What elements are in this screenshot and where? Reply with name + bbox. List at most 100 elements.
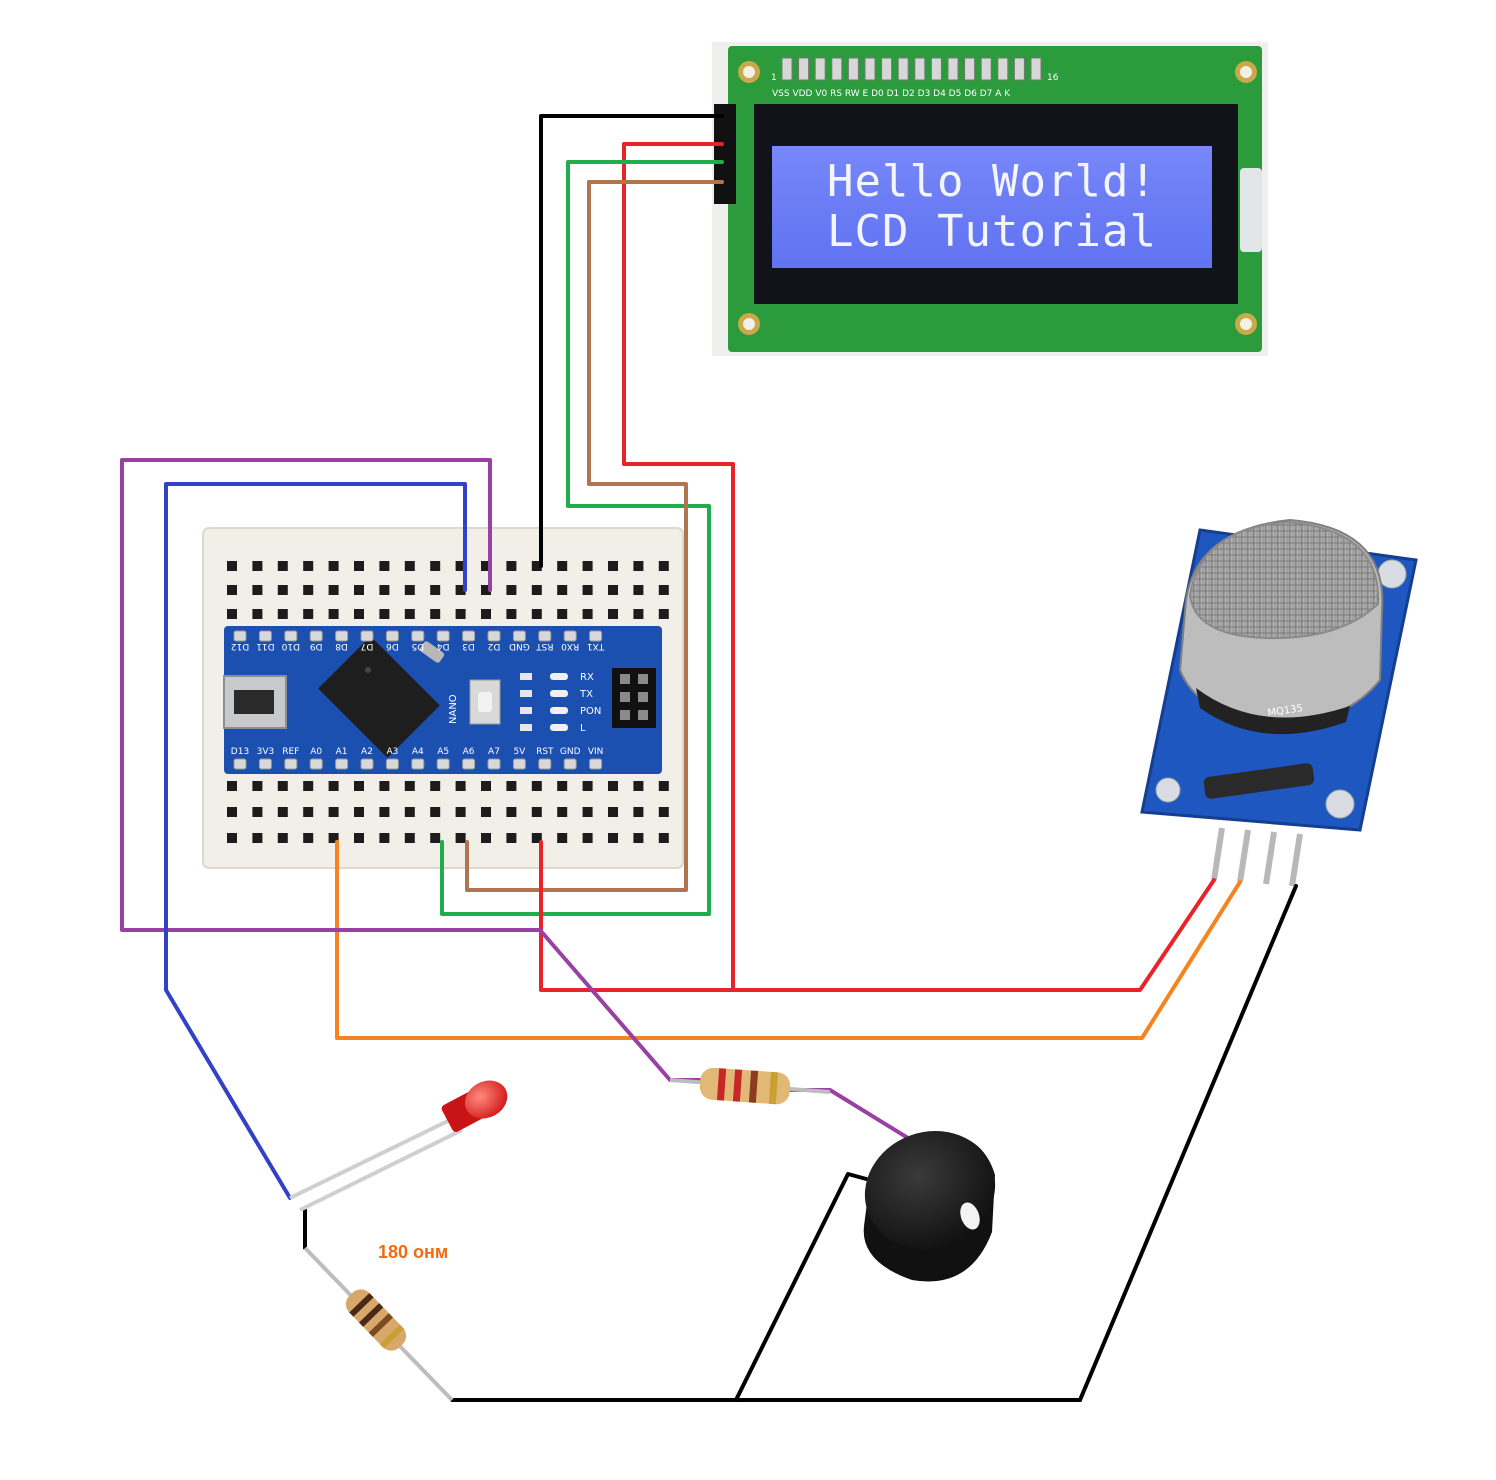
sensor-mesh-cap — [1188, 520, 1380, 640]
breadboard-hole — [557, 561, 568, 571]
breadboard-hole — [481, 781, 491, 791]
buzzer-sound-hole — [960, 1202, 980, 1230]
wire-lcd-vcc — [622, 142, 735, 992]
breadboard-hole — [455, 807, 466, 817]
wire-buzzer-gnd — [734, 1172, 872, 1402]
breadboard-hole — [608, 561, 618, 571]
nano-pin-label: GND — [560, 747, 581, 757]
breadboard-hole — [582, 781, 593, 791]
breadboard-hole — [633, 781, 644, 791]
wire-sensor-vcc — [539, 840, 1216, 992]
sensor-label: MQ135 — [1267, 703, 1304, 719]
breadboard-hole — [658, 585, 669, 595]
breadboard-hole — [354, 833, 364, 843]
nano-pin — [309, 630, 323, 642]
nano-pin — [589, 630, 603, 642]
breadboard-hole — [227, 609, 237, 619]
breadboard-hole — [379, 833, 390, 843]
mq135-sensor: MQ135 — [1140, 518, 1418, 887]
nano-pin — [385, 758, 399, 770]
resistor-180-ohm: 180 онм — [303, 1242, 454, 1402]
nano-pin-label: REF — [282, 747, 299, 757]
breadboard-hole — [252, 585, 263, 595]
wire-buzzer-to-resistor — [786, 1088, 910, 1140]
breadboard-hole — [633, 609, 644, 619]
crystal — [419, 641, 445, 663]
nano-pin-label: RST — [536, 747, 554, 757]
sensor-pins — [1211, 827, 1303, 887]
breadboard-hole — [633, 585, 644, 595]
breadboard-hole — [277, 781, 288, 791]
breadboard-hole — [277, 609, 288, 619]
nano-pin-label: D8 — [335, 641, 348, 651]
nano-pin — [385, 630, 399, 642]
breadboard-hole — [658, 609, 669, 619]
breadboard-hole — [328, 609, 339, 619]
lcd-pin — [1030, 57, 1042, 81]
breadboard-hole — [608, 609, 618, 619]
nano-pin-label: D4 — [437, 641, 450, 651]
breadboard-hole — [328, 807, 339, 817]
nano-pin — [436, 758, 450, 770]
sensor-mount-hole — [1377, 559, 1407, 589]
breadboard-hole — [557, 585, 568, 595]
breadboard-hole — [633, 807, 644, 817]
breadboard-hole — [658, 833, 669, 843]
nano-pin-label: D12 — [231, 641, 249, 651]
breadboard-hole — [379, 807, 390, 817]
nano-pin — [233, 758, 247, 770]
lcd-pin — [864, 57, 876, 81]
resistor-body — [345, 1289, 407, 1351]
breadboard-hole — [303, 585, 314, 595]
nano-pin — [563, 758, 577, 770]
breadboard-hole — [582, 609, 593, 619]
breadboard-hole — [328, 585, 339, 595]
nano-pin — [538, 630, 552, 642]
nano-pin-label: GND — [509, 641, 530, 651]
breadboard-hole — [277, 585, 288, 595]
atmega-chip — [318, 636, 440, 758]
nano-pin — [512, 758, 526, 770]
breadboard-hole — [608, 833, 618, 843]
breadboard-hole — [582, 807, 593, 817]
breadboard-hole — [658, 781, 669, 791]
breadboard-hole — [404, 561, 415, 571]
nano-pin-label: 3V3 — [257, 747, 275, 757]
breadboard-hole — [506, 781, 517, 791]
lcd-line-2: LCD Tutorial — [827, 206, 1157, 257]
sensor-pin-ao — [1237, 829, 1251, 883]
breadboard-hole — [252, 561, 263, 571]
nano-pin — [335, 630, 349, 642]
breadboard-hole — [658, 561, 669, 571]
nano-pin-label: RX0 — [561, 641, 579, 651]
nano-pin — [233, 630, 247, 642]
breadboard-hole — [303, 781, 314, 791]
breadboard-hole — [557, 833, 568, 843]
breadboard-hole — [277, 807, 288, 817]
nano-pin — [411, 630, 425, 642]
led-cathode-lead — [299, 1128, 463, 1212]
icsp-header — [612, 668, 656, 728]
breadboard-hole — [354, 781, 364, 791]
wire-led-signal — [164, 482, 467, 1200]
breadboard-hole — [303, 807, 314, 817]
nano-pin-label: D5 — [411, 641, 424, 651]
led-dome — [464, 1080, 508, 1119]
nano-pin — [335, 758, 349, 770]
lcd-pin — [881, 57, 893, 81]
nano-pin-label: D9 — [310, 641, 323, 651]
onboard-led-label: L — [580, 723, 586, 734]
sensor-mount-hole — [1155, 777, 1181, 803]
nano-pin-label: D11 — [256, 641, 274, 651]
lcd-pin-end-label: 16 — [1047, 73, 1059, 83]
nano-pin-label: D3 — [462, 641, 475, 651]
nano-pin-label: 5V — [513, 747, 526, 757]
breadboard-hole — [481, 561, 491, 571]
breadboard-hole — [531, 781, 542, 791]
breadboard-hole — [277, 833, 288, 843]
nano-pin — [563, 630, 577, 642]
nano-label: NANO — [448, 694, 459, 724]
nano-pin-label: A5 — [437, 747, 449, 757]
breadboard-hole — [608, 781, 618, 791]
